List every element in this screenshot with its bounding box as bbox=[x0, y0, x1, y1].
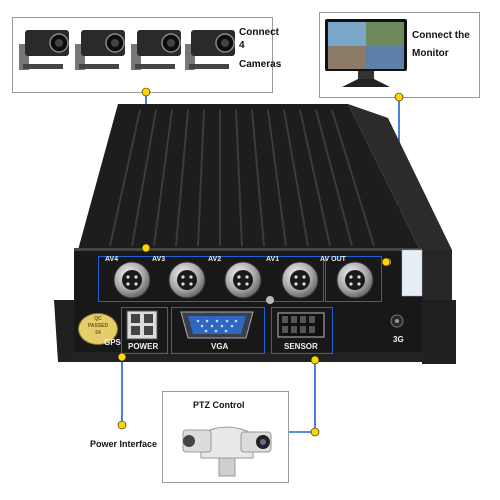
power-interface-label: Power Interface bbox=[90, 439, 158, 449]
cameras-callout-dot bbox=[141, 87, 151, 97]
3g-label: 3G bbox=[393, 335, 404, 344]
av4-label: AV4 bbox=[105, 256, 119, 263]
monitor-callout-line1: Connect the bbox=[412, 30, 470, 41]
gps-label: GPS bbox=[104, 338, 121, 347]
ptz-callout-frame: PTZ Control bbox=[162, 391, 289, 483]
ptz-camera-illustration bbox=[182, 426, 272, 477]
sensor-port-group bbox=[271, 307, 333, 354]
qc-passed-seal: QC PASSED 54 bbox=[78, 313, 118, 345]
av1-label: AV1 bbox=[266, 256, 280, 263]
cameras-callout-text: Connect 4 Cameras bbox=[239, 26, 281, 71]
av2-label: AV2 bbox=[208, 256, 222, 263]
cameras-callout-line1: Connect 4 bbox=[239, 27, 279, 51]
qc-seal-line2: PASSED bbox=[87, 323, 109, 329]
monitor-callout-line2: Monitor bbox=[412, 48, 449, 59]
camera-1-icon bbox=[19, 30, 69, 70]
cameras-callout-line2: Cameras bbox=[239, 59, 282, 70]
av-output-group bbox=[325, 256, 382, 302]
monitor-illustration bbox=[325, 19, 407, 87]
camera-2-icon bbox=[75, 30, 125, 70]
cameras-callout-frame: Connect 4 Cameras bbox=[12, 17, 281, 93]
camera-4-icon bbox=[185, 30, 235, 70]
qc-seal-line3: 54 bbox=[95, 330, 101, 336]
av3-label: AV3 bbox=[152, 256, 166, 263]
monitor-callout-dot bbox=[394, 92, 404, 102]
monitor-callout-text: Connect the Monitor bbox=[412, 29, 470, 60]
camera-3-icon bbox=[131, 30, 181, 70]
vga-port-group bbox=[171, 307, 265, 354]
power-label: POWER bbox=[128, 342, 159, 351]
dvr-heatsink-fins bbox=[109, 109, 375, 247]
vga-label: VGA bbox=[211, 342, 229, 351]
ptz-control-label: PTZ Control bbox=[193, 400, 245, 410]
av-input-group bbox=[98, 256, 324, 302]
power-port-group bbox=[121, 307, 168, 354]
monitor-callout-frame: Connect the Monitor bbox=[319, 12, 480, 98]
qc-seal-line1: QC bbox=[94, 316, 102, 322]
dvr-top-cover bbox=[78, 104, 420, 250]
av-out-label: AV OUT bbox=[320, 256, 346, 263]
sensor-label: SENSOR bbox=[284, 342, 318, 351]
cameras-illustration bbox=[19, 30, 235, 70]
